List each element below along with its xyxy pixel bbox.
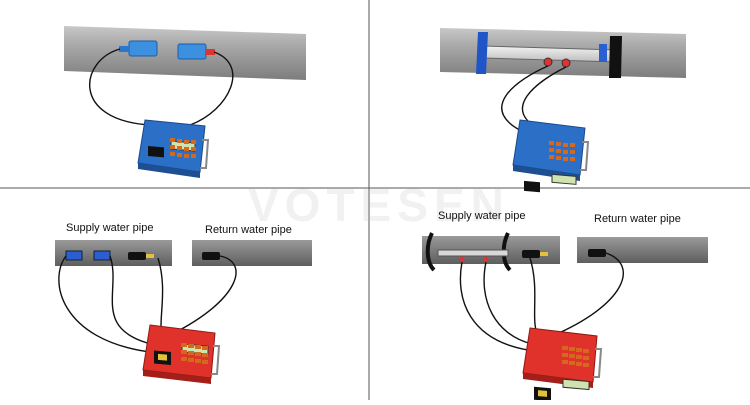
return-pipe-label: Return water pipe bbox=[205, 224, 292, 236]
watermark: VOTESEN bbox=[248, 179, 510, 231]
cable bbox=[157, 257, 164, 337]
transducer bbox=[93, 250, 111, 261]
flow-meter-red bbox=[522, 327, 603, 402]
cable bbox=[551, 252, 624, 337]
cable bbox=[189, 51, 234, 126]
transducer-connector bbox=[543, 57, 553, 67]
temperature-sensor bbox=[588, 249, 606, 257]
flow-meter-red bbox=[142, 324, 221, 384]
supply-pipe-label: Supply water pipe bbox=[438, 210, 526, 222]
mounting-rail bbox=[437, 249, 509, 257]
cable bbox=[171, 255, 237, 335]
cable bbox=[483, 261, 533, 345]
return-pipe-label: Return water pipe bbox=[594, 213, 681, 225]
cable bbox=[501, 65, 549, 136]
flow-meter-blue bbox=[137, 119, 210, 178]
transducer-upstream bbox=[119, 40, 158, 57]
cable bbox=[89, 48, 151, 126]
strap bbox=[609, 36, 622, 78]
temperature-sensor bbox=[202, 252, 220, 260]
temperature-sensor bbox=[128, 252, 146, 260]
panel-top-right bbox=[440, 28, 686, 193]
cable bbox=[58, 255, 151, 353]
transducer-downstream bbox=[177, 43, 215, 60]
temperature-sensor bbox=[522, 250, 540, 258]
cable bbox=[529, 257, 539, 337]
cable bbox=[459, 261, 529, 351]
panel-bottom-right bbox=[422, 232, 708, 402]
transducer bbox=[65, 250, 83, 261]
cable bbox=[109, 255, 156, 346]
transducer-connector bbox=[561, 58, 571, 68]
panel-top-left bbox=[64, 26, 306, 178]
strap bbox=[476, 32, 488, 74]
supply-pipe-label: Supply water pipe bbox=[66, 222, 154, 234]
flow-meter-blue bbox=[512, 119, 590, 193]
panel-bottom-left bbox=[55, 240, 312, 384]
strap bbox=[425, 232, 436, 272]
